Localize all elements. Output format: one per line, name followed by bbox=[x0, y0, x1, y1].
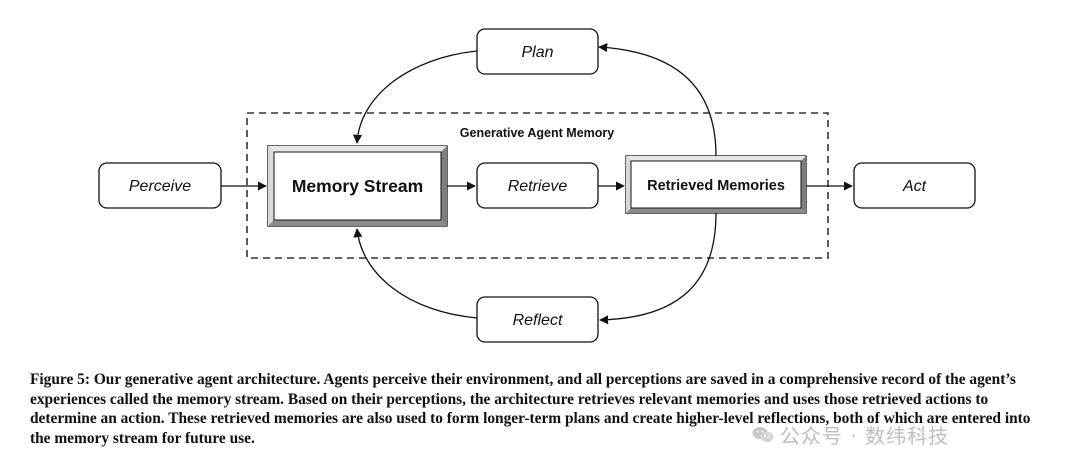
memory-stream-label: Memory Stream bbox=[292, 176, 423, 196]
reflect-label: Reflect bbox=[513, 312, 563, 329]
act-node bbox=[853, 162, 976, 209]
plan-label: Plan bbox=[521, 44, 553, 61]
arrow-reflect-to-memory-stream bbox=[353, 228, 478, 319]
figure-caption: Figure 5: Our generative agent architect… bbox=[30, 371, 1031, 447]
memory-group-label: Generative Agent Memory bbox=[460, 126, 614, 140]
reflect-node bbox=[476, 296, 599, 343]
retrieved-memories-node bbox=[625, 155, 807, 214]
arrow-retrieved-memories-to-plan bbox=[598, 42, 717, 157]
act-label: Act bbox=[902, 178, 927, 195]
memory-stream-node bbox=[267, 145, 448, 227]
perceive-label: Perceive bbox=[129, 178, 191, 195]
retrieve-label: Retrieve bbox=[508, 178, 568, 195]
arrow-plan-to-memory-stream bbox=[352, 50, 478, 144]
architecture-diagram: Generative Agent Memory Plan Perceive Me… bbox=[98, 28, 976, 343]
arrow-retrieved-memories-to-reflect bbox=[599, 212, 717, 325]
retrieved-memories-label: Retrieved Memories bbox=[647, 178, 785, 194]
